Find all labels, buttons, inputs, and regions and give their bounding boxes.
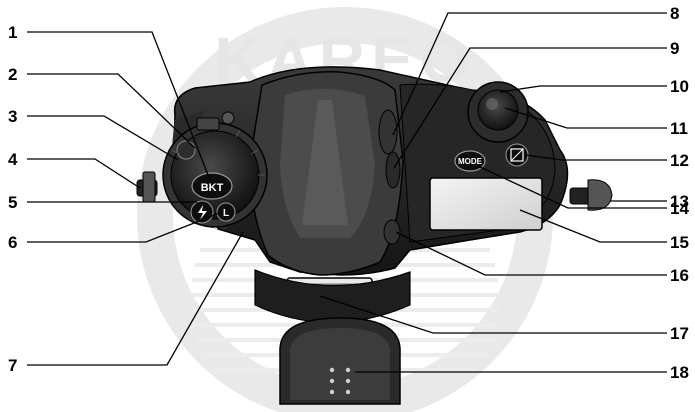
right-strap-eyelet xyxy=(569,179,613,211)
control-panel-lcd xyxy=(429,177,543,231)
callout-15: 15 xyxy=(670,233,689,252)
callout-9: 9 xyxy=(670,39,679,58)
leader-4 xyxy=(27,158,141,189)
depth-of-field-button[interactable] xyxy=(385,151,401,189)
leader-7 xyxy=(27,231,244,366)
leader-15 xyxy=(519,209,667,243)
callout-16: 16 xyxy=(670,266,689,285)
shutter-highlight xyxy=(486,98,498,110)
lens-mount-front xyxy=(254,269,411,323)
callout-6: 6 xyxy=(8,233,17,252)
leader-9 xyxy=(393,47,667,169)
sub-command-dial[interactable] xyxy=(378,109,398,155)
left-strap-eyelet xyxy=(136,171,158,203)
flash-bolt-icon xyxy=(198,205,207,220)
lens-release-button[interactable] xyxy=(383,219,401,245)
lens-release-label: S xyxy=(212,226,218,236)
accessory-shoe-cover xyxy=(279,317,401,405)
callout-numbers-left: 1 2 3 4 5 6 7 xyxy=(8,23,18,375)
callout-2: 2 xyxy=(8,65,17,84)
top-left-knob xyxy=(196,117,220,131)
leader-16 xyxy=(395,231,667,276)
callout-14: 14 xyxy=(670,199,689,218)
camera-body: BKT L S xyxy=(136,66,613,323)
leader-11 xyxy=(504,107,667,129)
leader-14 xyxy=(477,165,667,209)
leader-3 xyxy=(27,115,179,161)
callout-numbers-right: 8 9 10 11 12 13 14 15 16 17 18 xyxy=(670,4,689,382)
mode-button[interactable] xyxy=(454,150,486,172)
callout-3: 3 xyxy=(8,107,17,126)
callout-8: 8 xyxy=(670,4,679,23)
bkt-button-label: BKT xyxy=(201,182,224,194)
callout-11: 11 xyxy=(670,119,688,138)
dial-letter-button[interactable] xyxy=(216,202,236,222)
leader-8 xyxy=(392,12,667,136)
callout-17: 17 xyxy=(670,324,689,343)
bkt-button[interactable] xyxy=(191,172,233,200)
leader-12 xyxy=(524,154,667,161)
leader-2 xyxy=(27,73,196,149)
shoe-cover-dots xyxy=(329,367,351,395)
callout-10: 10 xyxy=(670,77,689,96)
callout-18: 18 xyxy=(670,363,689,382)
callout-13: 13 xyxy=(670,192,689,211)
callout-7: 7 xyxy=(8,356,17,375)
callout-1: 1 xyxy=(8,23,17,42)
leader-17 xyxy=(319,295,667,334)
leader-6 xyxy=(27,211,223,243)
leader-10 xyxy=(499,85,667,93)
callout-4: 4 xyxy=(8,150,18,169)
top-left-small-knob xyxy=(221,111,235,125)
shoe-cover-top xyxy=(290,328,390,400)
callout-5: 5 xyxy=(8,193,17,212)
dial-letter-label: L xyxy=(223,208,229,219)
leader-lines xyxy=(27,12,667,373)
callout-12: 12 xyxy=(670,151,689,170)
mode-button-label: MODE xyxy=(458,157,483,166)
leader-1 xyxy=(27,31,211,181)
exposure-comp-icon xyxy=(510,148,524,162)
exposure-comp-icon-slash xyxy=(510,148,524,162)
prism-ridge xyxy=(302,100,348,225)
dial-lock-button[interactable] xyxy=(176,140,196,160)
